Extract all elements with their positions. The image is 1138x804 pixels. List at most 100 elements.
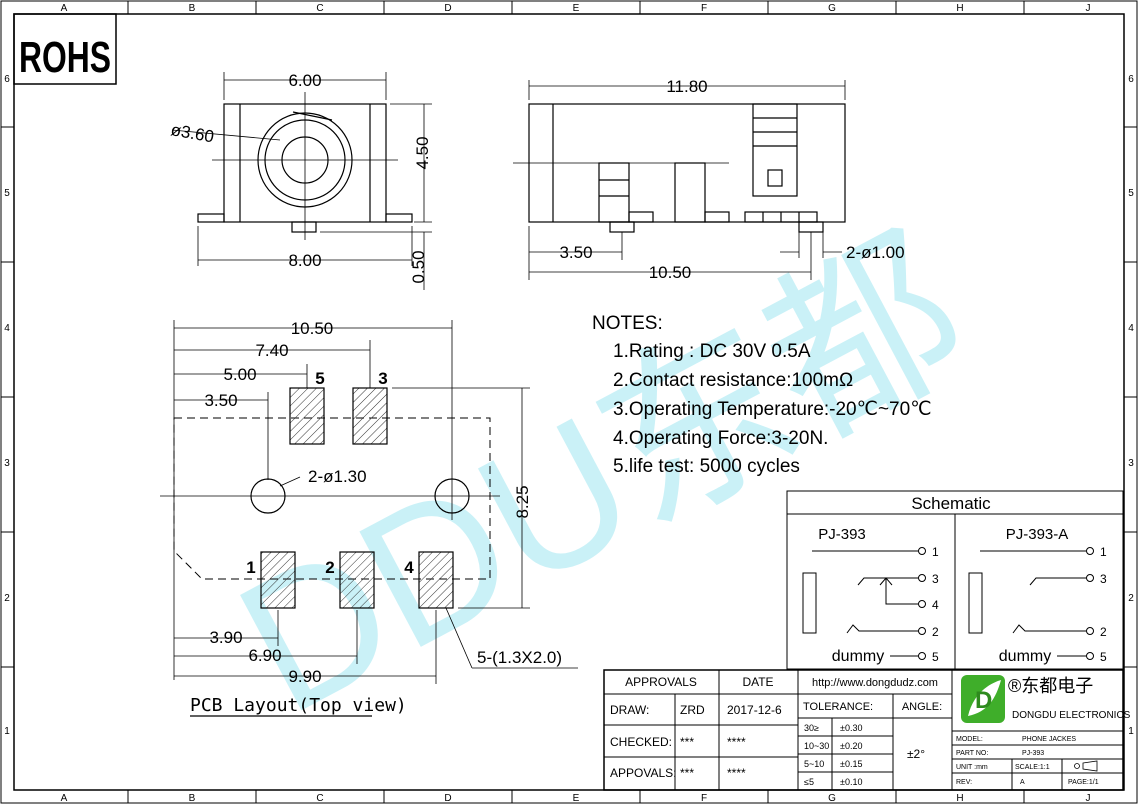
schematic-right-dummy: dummy	[999, 648, 1051, 665]
tolerance-range: 5~10	[804, 759, 824, 769]
angle-value: ±2°	[907, 747, 925, 761]
company-cn: ®东都电子	[1008, 676, 1093, 696]
svg-text:D: D	[975, 687, 992, 714]
zone-col-label: G	[828, 3, 836, 14]
zone-col-label: G	[828, 793, 836, 804]
zone-col-label: F	[701, 793, 707, 804]
dim-side-pin-span: 10.50	[649, 263, 692, 282]
zone-col-label: C	[316, 3, 323, 14]
dim-pcb-390: 3.90	[209, 628, 242, 647]
note-item: 4.Operating Force:3-20N.	[613, 428, 828, 449]
rev-value: A	[1020, 779, 1025, 786]
zone-col-label: B	[189, 3, 196, 14]
angle-header: ANGLE:	[902, 701, 942, 713]
pcb-caption: PCB Layout(Top view)	[190, 695, 407, 716]
dim-pcb-825: 8.25	[513, 485, 532, 518]
zone-col-label: E	[573, 793, 580, 804]
note-item: 3.Operating Temperature:-20℃~70℃	[613, 399, 932, 420]
schematic-pin-label: 5	[1100, 650, 1107, 664]
dim-pcb-740: 7.40	[255, 341, 288, 360]
dim-pcb-1050: 10.50	[291, 319, 334, 338]
schematic-right-name: PJ-393-A	[1006, 526, 1069, 543]
zone-row-label: 1	[4, 726, 10, 737]
dim-pcb-holes: 2-ø1.30	[308, 467, 367, 486]
schematic-pin-label: 3	[1100, 572, 1107, 586]
dim-pcb-990: 9.90	[288, 667, 321, 686]
tolerance-range: 30≥	[804, 723, 819, 733]
dim-side-pin-spec: 2-ø1.00	[846, 243, 905, 262]
tolerance-range: ≤5	[804, 777, 814, 787]
projection-symbol-icon	[1074, 760, 1098, 772]
checked-label: CHECKED:	[610, 735, 672, 749]
note-item: 5.life test: 5000 cycles	[613, 456, 800, 477]
schematic-pin-label: 1	[1100, 545, 1107, 559]
appovals-label: APPOVALS:	[610, 766, 676, 780]
zone-row-label: 3	[1128, 458, 1134, 469]
dim-front-pin-height: 0.50	[409, 250, 428, 283]
pad-label-4: 4	[404, 558, 414, 577]
zone-row-label: 4	[4, 323, 10, 334]
zone-col-label: A	[61, 3, 68, 14]
schematic-title: Schematic	[911, 494, 991, 513]
dim-front-width-bottom: 8.00	[288, 251, 321, 270]
draw-label: DRAW:	[610, 703, 649, 717]
zone-col-label: A	[61, 793, 68, 804]
schematic-pin-label: 2	[1100, 625, 1107, 639]
schematic-panel	[786, 490, 1124, 670]
zone-col-label: D	[444, 3, 451, 14]
zone-row-label: 2	[4, 593, 10, 604]
zone-row-label: 6	[4, 74, 10, 85]
schematic-pin-label: 1	[932, 545, 939, 559]
zone-col-label: C	[316, 793, 323, 804]
company-url: http://www.dongdudz.com	[812, 677, 938, 689]
tolerance-value: ±0.20	[840, 741, 862, 751]
notes-heading: NOTES:	[592, 313, 663, 334]
tolerance-value: ±0.10	[840, 777, 862, 787]
title-block	[603, 669, 1124, 791]
dim-side-pin-offset: 3.50	[559, 243, 592, 262]
tolerance-value: ±0.30	[840, 723, 862, 733]
zone-row-label: 5	[1128, 188, 1134, 199]
scale-label: SCALE:1:1	[1015, 764, 1050, 771]
date-header: DATE	[742, 675, 773, 689]
schematic-pin-label: 5	[932, 650, 939, 664]
note-item: 2.Contact resistance:100mΩ	[613, 370, 853, 391]
schematic-pin-label: 4	[932, 598, 939, 612]
checked-date: ****	[727, 735, 746, 749]
dim-side-length-top: 11.80	[666, 77, 707, 96]
pad-label-1: 1	[246, 558, 255, 577]
pad-label-5: 5	[315, 369, 324, 388]
draw-who: ZRD	[680, 703, 705, 717]
page-label: PAGE:1/1	[1068, 779, 1099, 786]
part-label: PART NO:	[956, 750, 988, 757]
dim-front-height: 4.50	[413, 136, 432, 169]
zone-col-label: E	[573, 3, 580, 14]
appovals-who: ***	[680, 766, 694, 780]
zone-col-label: J	[1086, 3, 1091, 14]
front-view	[171, 72, 432, 290]
schematic-left-dummy: dummy	[832, 648, 884, 665]
tolerance-range: 10~30	[804, 741, 829, 751]
schematic-pin-label: 3	[932, 572, 939, 586]
dim-pcb-350: 3.50	[204, 391, 237, 410]
dim-pcb-pads: 5-(1.3X2.0)	[477, 648, 562, 667]
schematic-left-name: PJ-393	[818, 526, 866, 543]
model-value: PHONE JACKES	[1022, 736, 1076, 743]
zone-col-label: F	[701, 3, 707, 14]
zone-row-label: 3	[4, 458, 10, 469]
tolerance-header: TOLERANCE:	[803, 701, 873, 713]
dim-pcb-690: 6.90	[248, 646, 281, 665]
dim-pcb-500: 5.00	[223, 365, 256, 384]
zone-row-label: 4	[1128, 323, 1134, 334]
dim-front-hole-dia: ø3.60	[169, 120, 215, 146]
unit-label: UNIT :mm	[956, 764, 988, 771]
zone-col-label: H	[956, 793, 963, 804]
schematic-pin-label: 2	[932, 625, 939, 639]
note-item: 1.Rating : DC 30V 0.5A	[613, 341, 811, 362]
zone-row-label: 2	[1128, 593, 1134, 604]
side-view	[513, 80, 846, 280]
